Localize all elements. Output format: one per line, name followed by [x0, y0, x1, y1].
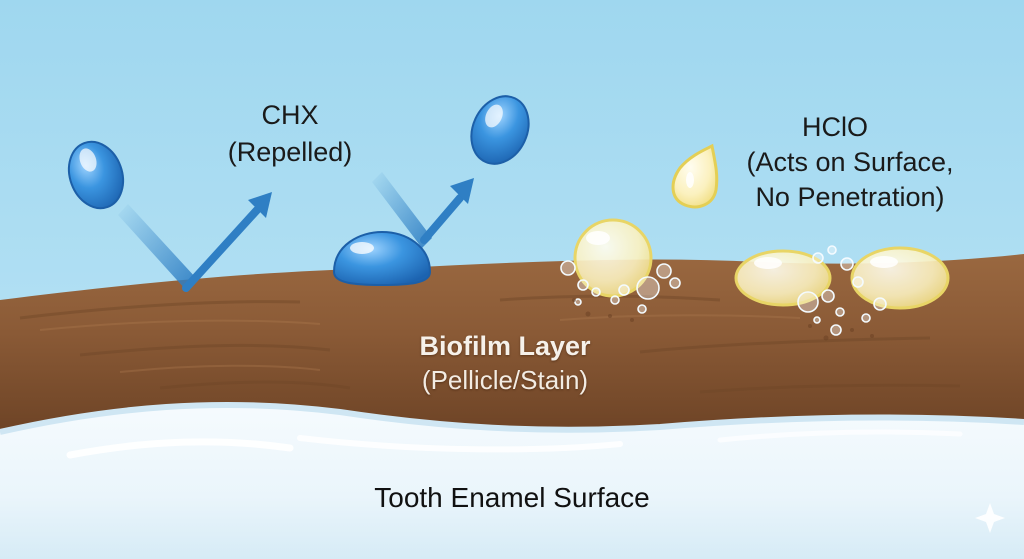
chx-droplet	[67, 140, 125, 210]
biofilm-label: Biofilm Layer	[419, 331, 591, 361]
hclo-sublabel-line2: No Penetration)	[755, 182, 945, 212]
hclo-label: HClO	[802, 112, 868, 142]
reaction-bubbles	[560, 245, 887, 336]
enamel-label: Tooth Enamel Surface	[374, 482, 650, 513]
surface-dimples	[572, 298, 874, 341]
incoming-trail	[372, 172, 432, 248]
enamel-highlight	[717, 429, 963, 443]
enamel-highlight	[66, 438, 294, 459]
chx-sublabel: (Repelled)	[227, 137, 353, 167]
reflect-arrow	[182, 192, 272, 292]
hclo-falling-droplet	[671, 143, 719, 209]
biofilm-sublabel: (Pellicle/Stain)	[421, 365, 589, 395]
hclo-sublabel-line1: (Acts on Surface,	[746, 147, 954, 177]
incoming-trail	[118, 204, 196, 290]
sparkle-icon	[975, 503, 1005, 533]
chx-droplet	[470, 95, 530, 165]
biofilm-highlights	[39, 314, 801, 373]
chx-label: CHX	[261, 100, 319, 130]
enamel-rim	[0, 401, 1024, 435]
reflect-arrow	[420, 178, 474, 244]
chx-beaded-droplet	[332, 230, 432, 287]
enamel-highlight	[297, 435, 623, 453]
hclo-surface-droplet	[850, 246, 950, 310]
